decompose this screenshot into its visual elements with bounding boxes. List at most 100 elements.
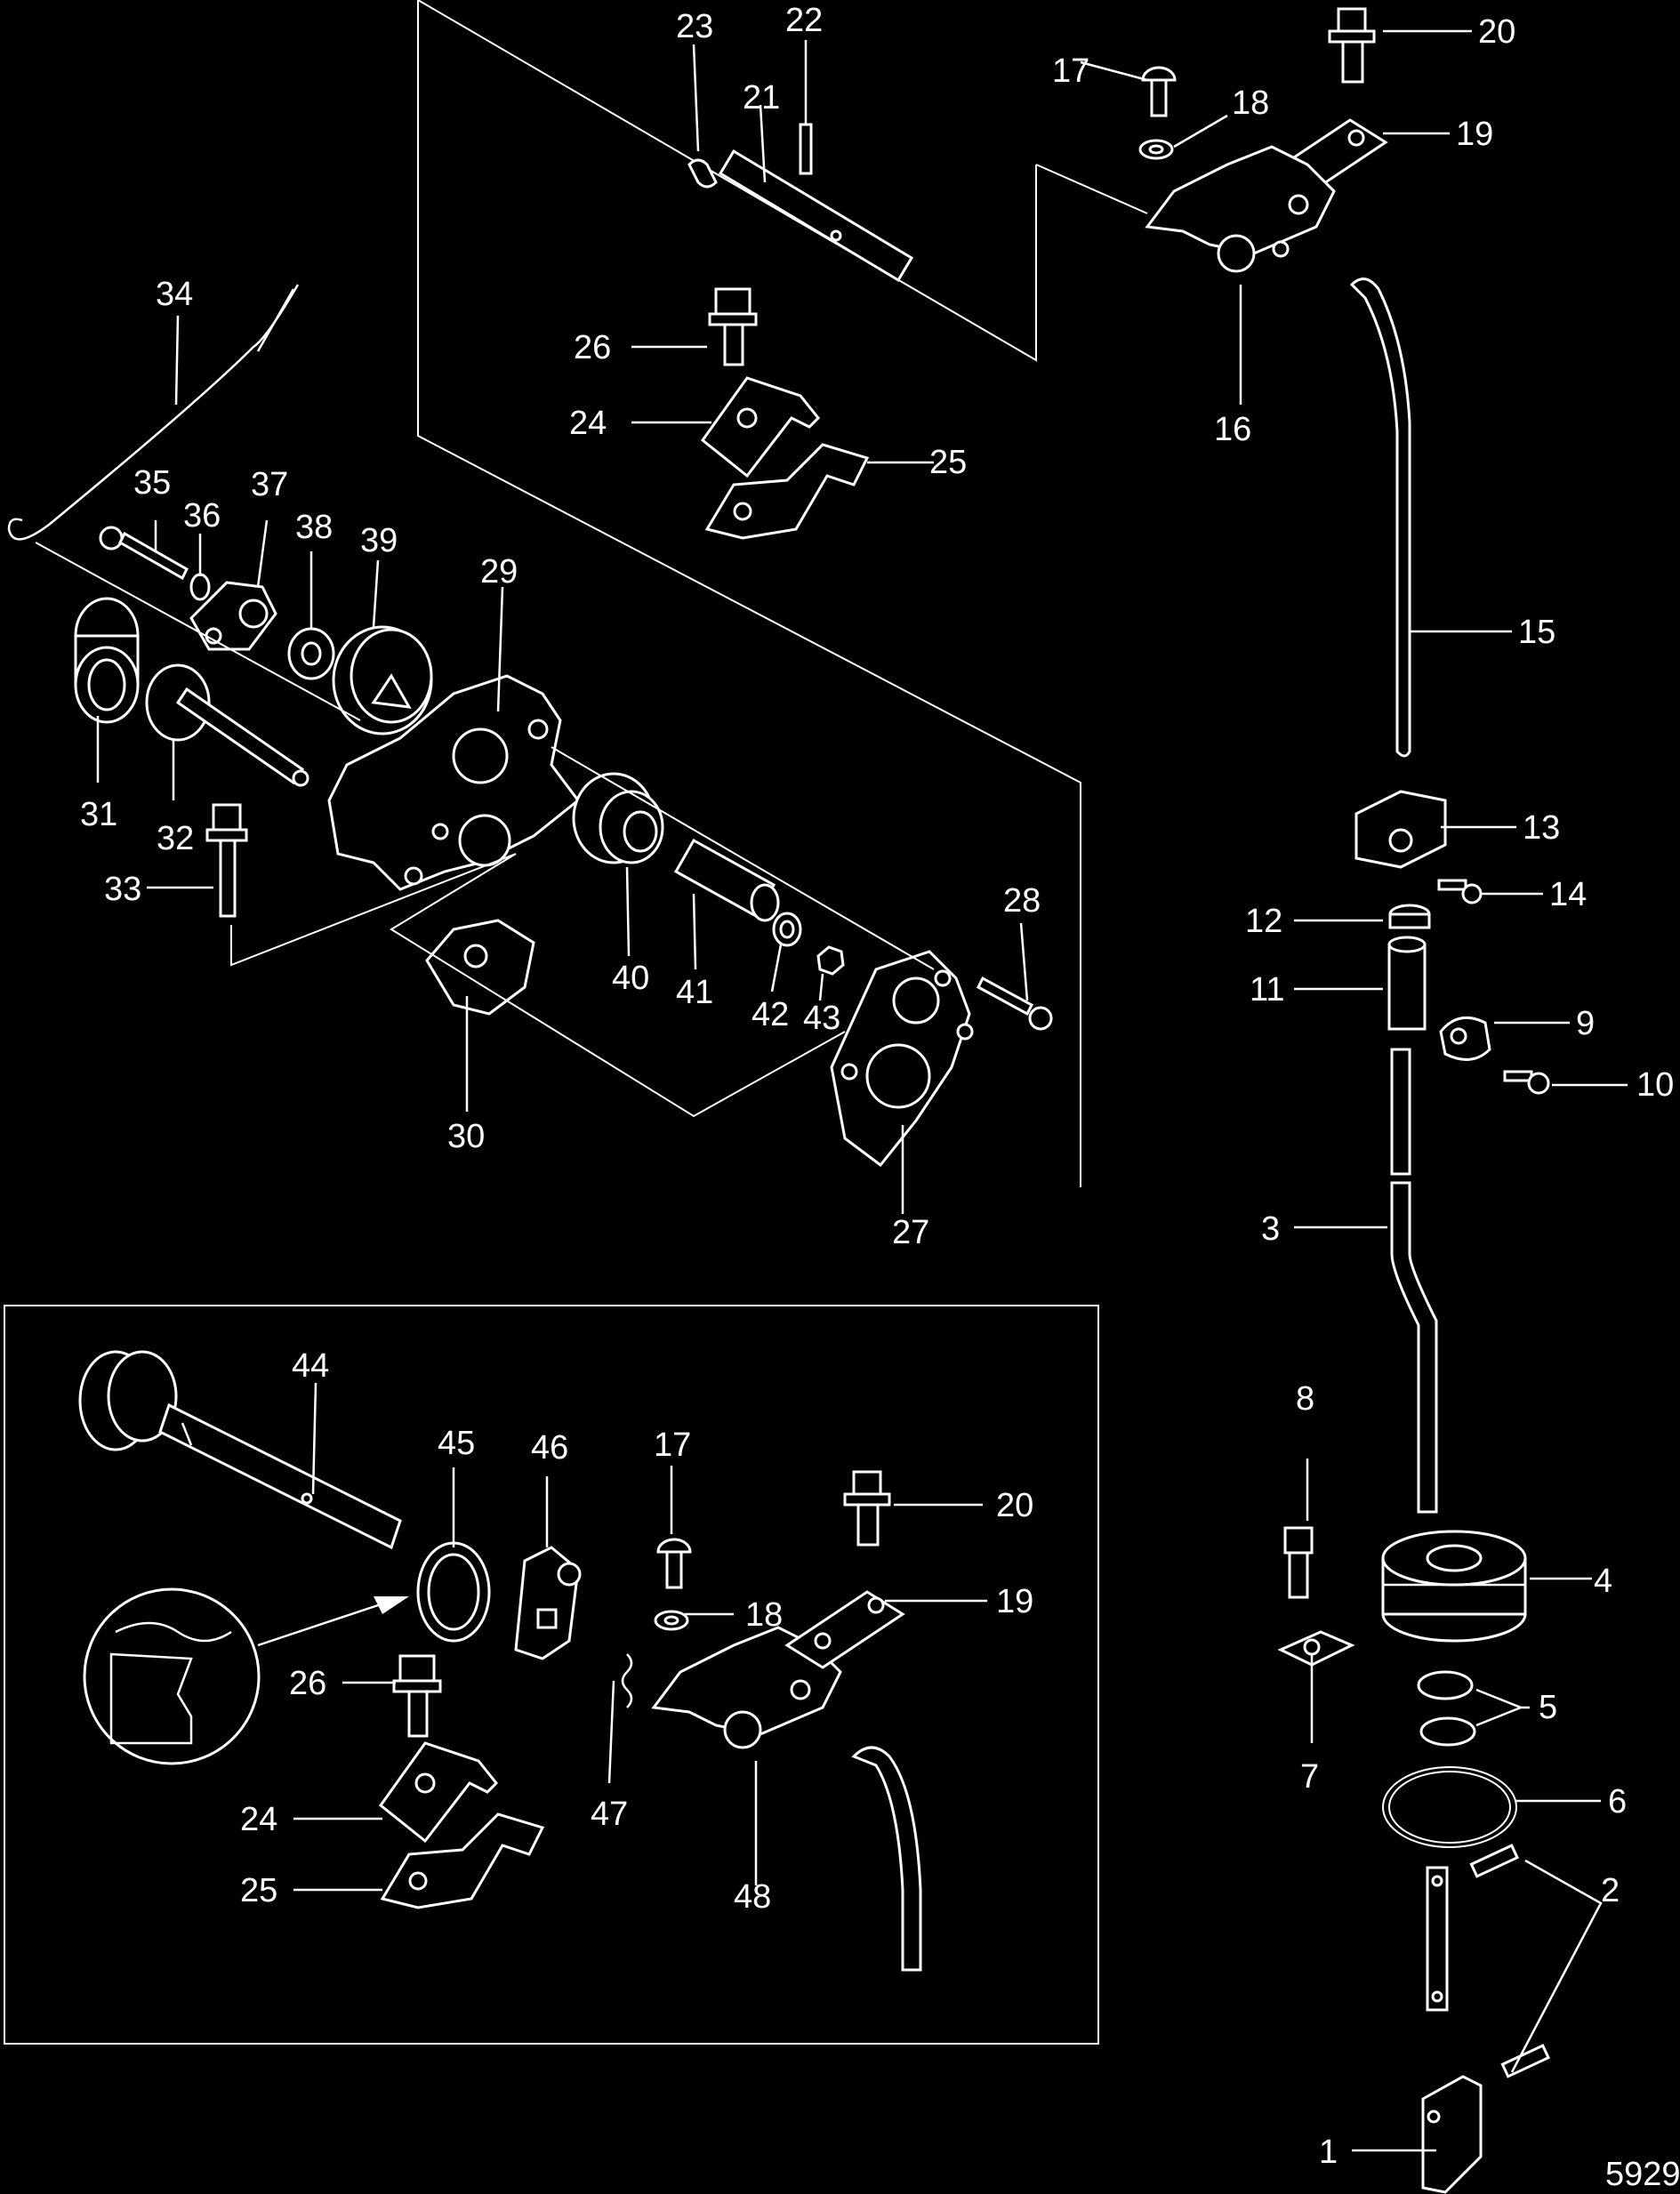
callout-2: 2 [1601, 1872, 1620, 1909]
inset-callout-18: 18 [745, 1596, 783, 1634]
callout-12: 12 [1245, 903, 1282, 940]
callout-46: 46 [531, 1429, 568, 1467]
callout-48: 48 [734, 1878, 771, 1916]
callout-25: 25 [929, 444, 967, 481]
callout-6: 6 [1608, 1783, 1627, 1820]
bracket-24-upper [700, 376, 821, 478]
shaft-44 [78, 1350, 402, 1550]
callout-24: 24 [569, 405, 607, 442]
callout-4: 4 [1594, 1563, 1612, 1600]
inset-callout-20: 20 [996, 1487, 1033, 1524]
shift-rod [1349, 277, 1438, 1514]
callout-38: 38 [295, 509, 333, 546]
callout-32: 32 [157, 820, 194, 857]
bolt-20 [1328, 7, 1376, 84]
shaft-21 [718, 149, 914, 283]
washer-18 [1138, 139, 1174, 160]
inset-plate-19 [784, 1590, 905, 1669]
washer-42 [772, 912, 802, 947]
bolt-26-upper [708, 287, 758, 366]
nut-43 [816, 945, 845, 976]
inset-bracket-24 [378, 1741, 499, 1844]
callout-28: 28 [1003, 882, 1041, 920]
callout-29: 29 [480, 553, 518, 591]
inset-callout-17: 17 [654, 1427, 691, 1464]
bracket-25-upper [704, 443, 870, 540]
callout-37: 37 [251, 466, 288, 503]
bolt-35 [99, 526, 189, 581]
washer-38 [287, 627, 335, 680]
o-rings-5 [1417, 1670, 1476, 1747]
callout-26: 26 [574, 329, 611, 366]
callout-5: 5 [1539, 1689, 1557, 1726]
clip-47 [621, 1653, 633, 1708]
reference-lines [35, 542, 935, 1118]
callout-23: 23 [676, 8, 713, 45]
inset-bolt-20 [843, 1470, 891, 1547]
callout-10: 10 [1636, 1066, 1674, 1104]
callout-8: 8 [1296, 1380, 1314, 1418]
callout-16: 16 [1214, 411, 1251, 448]
callout-35: 35 [133, 464, 171, 502]
spacer-11 [1387, 936, 1427, 1031]
callout-9: 9 [1576, 1005, 1595, 1042]
pin-22 [799, 123, 813, 175]
ring-31 [74, 597, 140, 724]
grommet-4 [1381, 1530, 1527, 1643]
callout-42: 42 [752, 996, 789, 1033]
inset-callout-25: 25 [240, 1872, 277, 1909]
callout-7: 7 [1300, 1758, 1319, 1796]
callout-44: 44 [292, 1347, 329, 1385]
figure-id: 5929 [1605, 2156, 1680, 2193]
inset-callout-24: 24 [240, 1801, 277, 1838]
bolt-28 [977, 976, 1053, 1031]
o-ring-6 [1382, 1766, 1517, 1848]
callout-18: 18 [1232, 84, 1269, 122]
callout-labels: 1 2 3 4 5 6 7 8 9 10 11 12 13 14 15 16 1… [80, 2, 1680, 2193]
rod-inset [851, 1746, 922, 1972]
callout-21: 21 [743, 79, 780, 117]
tube-41 [673, 838, 780, 922]
inset-bolt-26 [392, 1654, 442, 1738]
callout-20: 20 [1478, 13, 1515, 51]
lever-46 [514, 1546, 582, 1660]
callout-36: 36 [183, 497, 221, 534]
callout-33: 33 [104, 871, 141, 908]
inset-bracket-25 [380, 1812, 545, 1909]
shaft-32 [145, 663, 309, 787]
shift-lever-1 [1421, 2075, 1483, 2194]
clip-9 [1439, 1016, 1491, 1061]
pins-2 [1469, 1844, 1551, 2078]
link-rod-34 [7, 284, 300, 541]
inset-callout-26: 26 [289, 1665, 326, 1702]
callout-15: 15 [1518, 614, 1555, 651]
callout-45: 45 [438, 1425, 475, 1462]
spring-23 [687, 158, 718, 189]
callout-17: 17 [1052, 52, 1089, 90]
callout-47: 47 [591, 1796, 628, 1833]
bolt-8 [1283, 1526, 1314, 1599]
block-13 [1354, 790, 1447, 869]
callout-40: 40 [612, 960, 649, 997]
assembly-outline [417, 0, 1148, 1187]
washer-7 [1277, 1630, 1355, 1667]
bracket-16 [1145, 145, 1336, 273]
spacer-36 [189, 573, 211, 601]
inset-callout-19: 19 [996, 1583, 1033, 1620]
screw-10 [1503, 1070, 1550, 1095]
callout-19: 19 [1456, 116, 1493, 153]
inset-screw-17 [656, 1538, 692, 1589]
callout-43: 43 [803, 1000, 840, 1037]
callout-11: 11 [1250, 971, 1284, 1009]
callout-30: 30 [447, 1118, 485, 1155]
callout-31: 31 [80, 796, 117, 833]
callout-39: 39 [360, 522, 398, 559]
callout-1: 1 [1319, 2134, 1338, 2171]
bolt-33 [205, 803, 248, 918]
bushing-12 [1388, 904, 1431, 929]
bracket-48 [651, 1626, 842, 1749]
bracket-30 [425, 919, 535, 1016]
plate-27 [830, 950, 974, 1168]
callout-13: 13 [1523, 809, 1560, 847]
